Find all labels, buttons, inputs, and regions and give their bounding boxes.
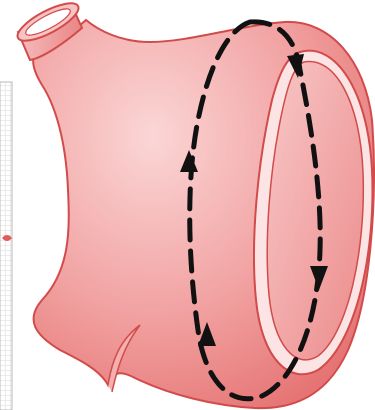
ruler-strip-icon [0, 82, 12, 410]
